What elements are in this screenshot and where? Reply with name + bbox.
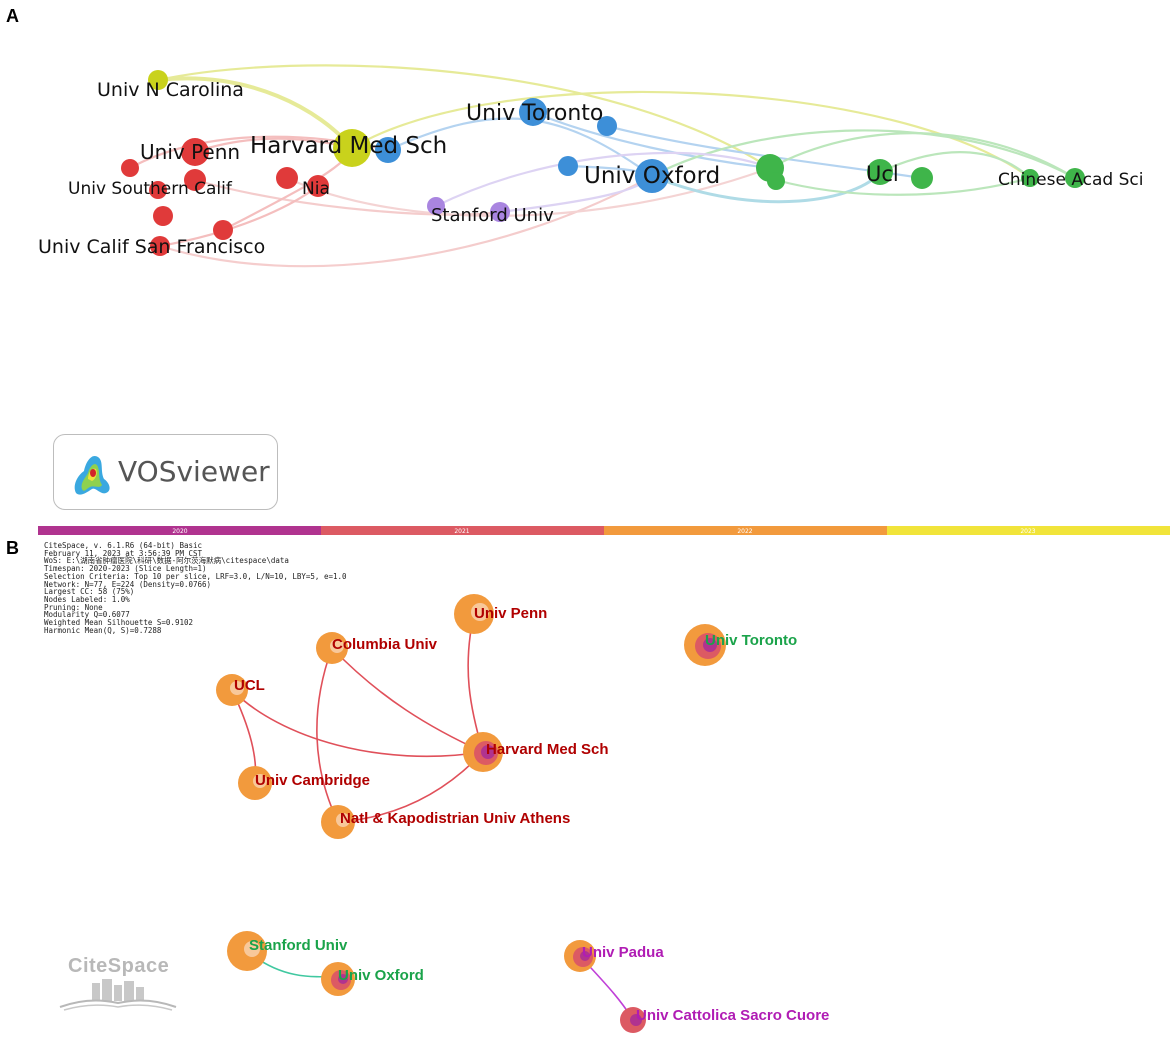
vos-node-blue-3: [558, 156, 578, 176]
vos-node-univ-calif-sf: [150, 236, 170, 256]
vos-node-univ-n-carolina: [148, 70, 168, 90]
vos-node-red-4: [153, 206, 173, 226]
info-line: Selection Criteria: Top 10 per slice, LR…: [44, 571, 347, 581]
vos-label-univ-oxford: Univ Oxford: [584, 163, 720, 189]
citespace-labels: Univ Penn Columbia Univ UCL Harvard Med …: [234, 605, 829, 1024]
info-line: Network: N=77, E=224 (Density=0.0766): [44, 579, 212, 589]
vosviewer-network: Univ N Carolina Harvard Med Sch Univ Pen…: [38, 64, 1143, 268]
info-line: Weighted Mean Silhouette S=0.9102: [44, 618, 194, 628]
info-line: WoS: E:\湖南省肿瘤医院\科研\数据-阿尔茨海默病\citespace\d…: [44, 556, 289, 566]
timeline-label-2020: 2020: [172, 528, 187, 535]
cs-node-univ-cattolica: [620, 1007, 646, 1033]
vos-node-harvard-med-sch: [333, 129, 371, 167]
vos-node-nia: [307, 175, 329, 197]
cs-node-stanford-univ: [227, 931, 267, 971]
timeline-2020: [38, 526, 321, 535]
vos-label-stanford-univ: Stanford Univ: [431, 205, 554, 226]
vos-node-stanford-univ: [490, 202, 510, 222]
timeline-2023: [887, 526, 1170, 535]
cs-label-columbia-univ: Columbia Univ: [332, 636, 438, 653]
citespace-timeline: 2020 2021 2022 2023: [38, 526, 1170, 535]
vos-node-blue-2: [597, 116, 617, 136]
cs-label-univ-penn: Univ Penn: [474, 605, 547, 622]
cs-node-columbia-univ: [316, 632, 348, 664]
info-line: CiteSpace, v. 6.1.R6 (64-bit) Basic: [44, 541, 203, 550]
vosviewer-logo-icon: [74, 455, 110, 495]
timeline-label-2023: 2023: [1020, 528, 1035, 535]
vos-node-univ-southern-calif: [184, 169, 206, 191]
cs-label-natl-kapodistrian: Natl & Kapodistrian Univ Athens: [340, 810, 570, 827]
vos-label-univ-southern-calif: Univ Southern Calif: [68, 179, 233, 199]
panel-b-letter: B: [6, 538, 19, 558]
cs-label-univ-padua: Univ Padua: [582, 944, 664, 961]
vos-label-ucl: Ucl: [866, 162, 899, 186]
info-line: February 11, 2023 at 3:56:39 PM CST: [44, 548, 203, 558]
vos-node-purple-1: [427, 197, 445, 215]
cs-node-univ-oxford: [321, 962, 355, 996]
vos-nodes: [121, 70, 1085, 256]
vos-node-red-3: [276, 167, 298, 189]
vos-node-green-2: [767, 172, 785, 190]
vosviewer-logo-text: VOSviewer: [118, 455, 270, 488]
vos-labels: Univ N Carolina Harvard Med Sch Univ Pen…: [38, 79, 1143, 258]
vos-label-harvard-med-sch: Harvard Med Sch: [250, 133, 447, 159]
timeline-label-2021: 2021: [454, 528, 469, 535]
cs-label-stanford-univ: Stanford Univ: [249, 937, 348, 954]
cs-node-univ-penn: [454, 594, 494, 634]
info-line: Modularity Q=0.6077: [44, 610, 130, 620]
cs-label-univ-oxford: Univ Oxford: [338, 967, 424, 984]
cs-label-ucl: UCL: [234, 677, 265, 694]
vosviewer-logo-badge: VOSviewer: [53, 434, 278, 510]
cs-node-ucl: [216, 674, 248, 706]
info-line: Pruning: None: [44, 602, 103, 612]
cs-label-univ-cambridge: Univ Cambridge: [255, 772, 370, 789]
vos-node-green-4: [1021, 169, 1039, 187]
info-line: Largest CC: 58 (75%): [44, 587, 135, 597]
citespace-logo-text: CiteSpace: [68, 955, 170, 977]
cs-label-univ-toronto: Univ Toronto: [705, 632, 797, 649]
vos-label-nia: Nia: [302, 179, 330, 199]
citespace-logo: CiteSpace: [58, 953, 178, 1011]
cs-node-harvard-med-sch: [463, 732, 503, 772]
citespace-logo-skyline-icon: [59, 979, 177, 1011]
info-line: Harmonic Mean(Q, S)=0.7288: [44, 625, 162, 635]
cs-node-univ-toronto: [684, 624, 726, 666]
vos-label-univ-calif-sf: Univ Calif San Francisco: [38, 236, 265, 258]
vos-node-univ-penn: [181, 138, 209, 166]
vos-label-chinese-acad-sci: Chinese Acad Sci: [998, 170, 1143, 190]
vos-label-univ-penn: Univ Penn: [140, 140, 240, 164]
info-line: Timespan: 2020-2023 (Slice Length=1): [44, 564, 207, 574]
vos-node-red-5: [213, 220, 233, 240]
vos-node-univ-oxford: [635, 159, 669, 193]
vos-node-ucl: [867, 159, 893, 185]
cs-label-univ-cattolica: Univ Cattolica Sacro Cuore: [636, 1007, 829, 1024]
cs-node-natl-kapodistrian: [321, 805, 355, 839]
timeline-label-2022: 2022: [737, 528, 752, 535]
citespace-network: 2020 2021 2022 2023: [38, 526, 1170, 1033]
vos-node-red-1: [121, 159, 139, 177]
panel-a-letter: A: [6, 6, 19, 26]
vos-node-univ-toronto: [519, 98, 547, 126]
vos-node-blue-1: [375, 137, 401, 163]
cs-label-harvard-med-sch: Harvard Med Sch: [486, 741, 609, 758]
cs-node-univ-cambridge: [238, 766, 272, 800]
info-line: Nodes Labeled: 1.0%: [44, 594, 130, 604]
vos-label-univ-n-carolina: Univ N Carolina: [97, 79, 244, 101]
vos-node-red-2: [149, 181, 167, 199]
vos-label-univ-toronto: Univ Toronto: [466, 101, 603, 126]
citespace-nodes: [216, 594, 726, 1033]
cs-node-univ-padua: [564, 940, 596, 972]
timeline-2021: [321, 526, 604, 535]
vos-node-chinese-acad-sci: [1065, 168, 1085, 188]
timeline-2022: [604, 526, 887, 535]
vos-node-green-3: [911, 167, 933, 189]
